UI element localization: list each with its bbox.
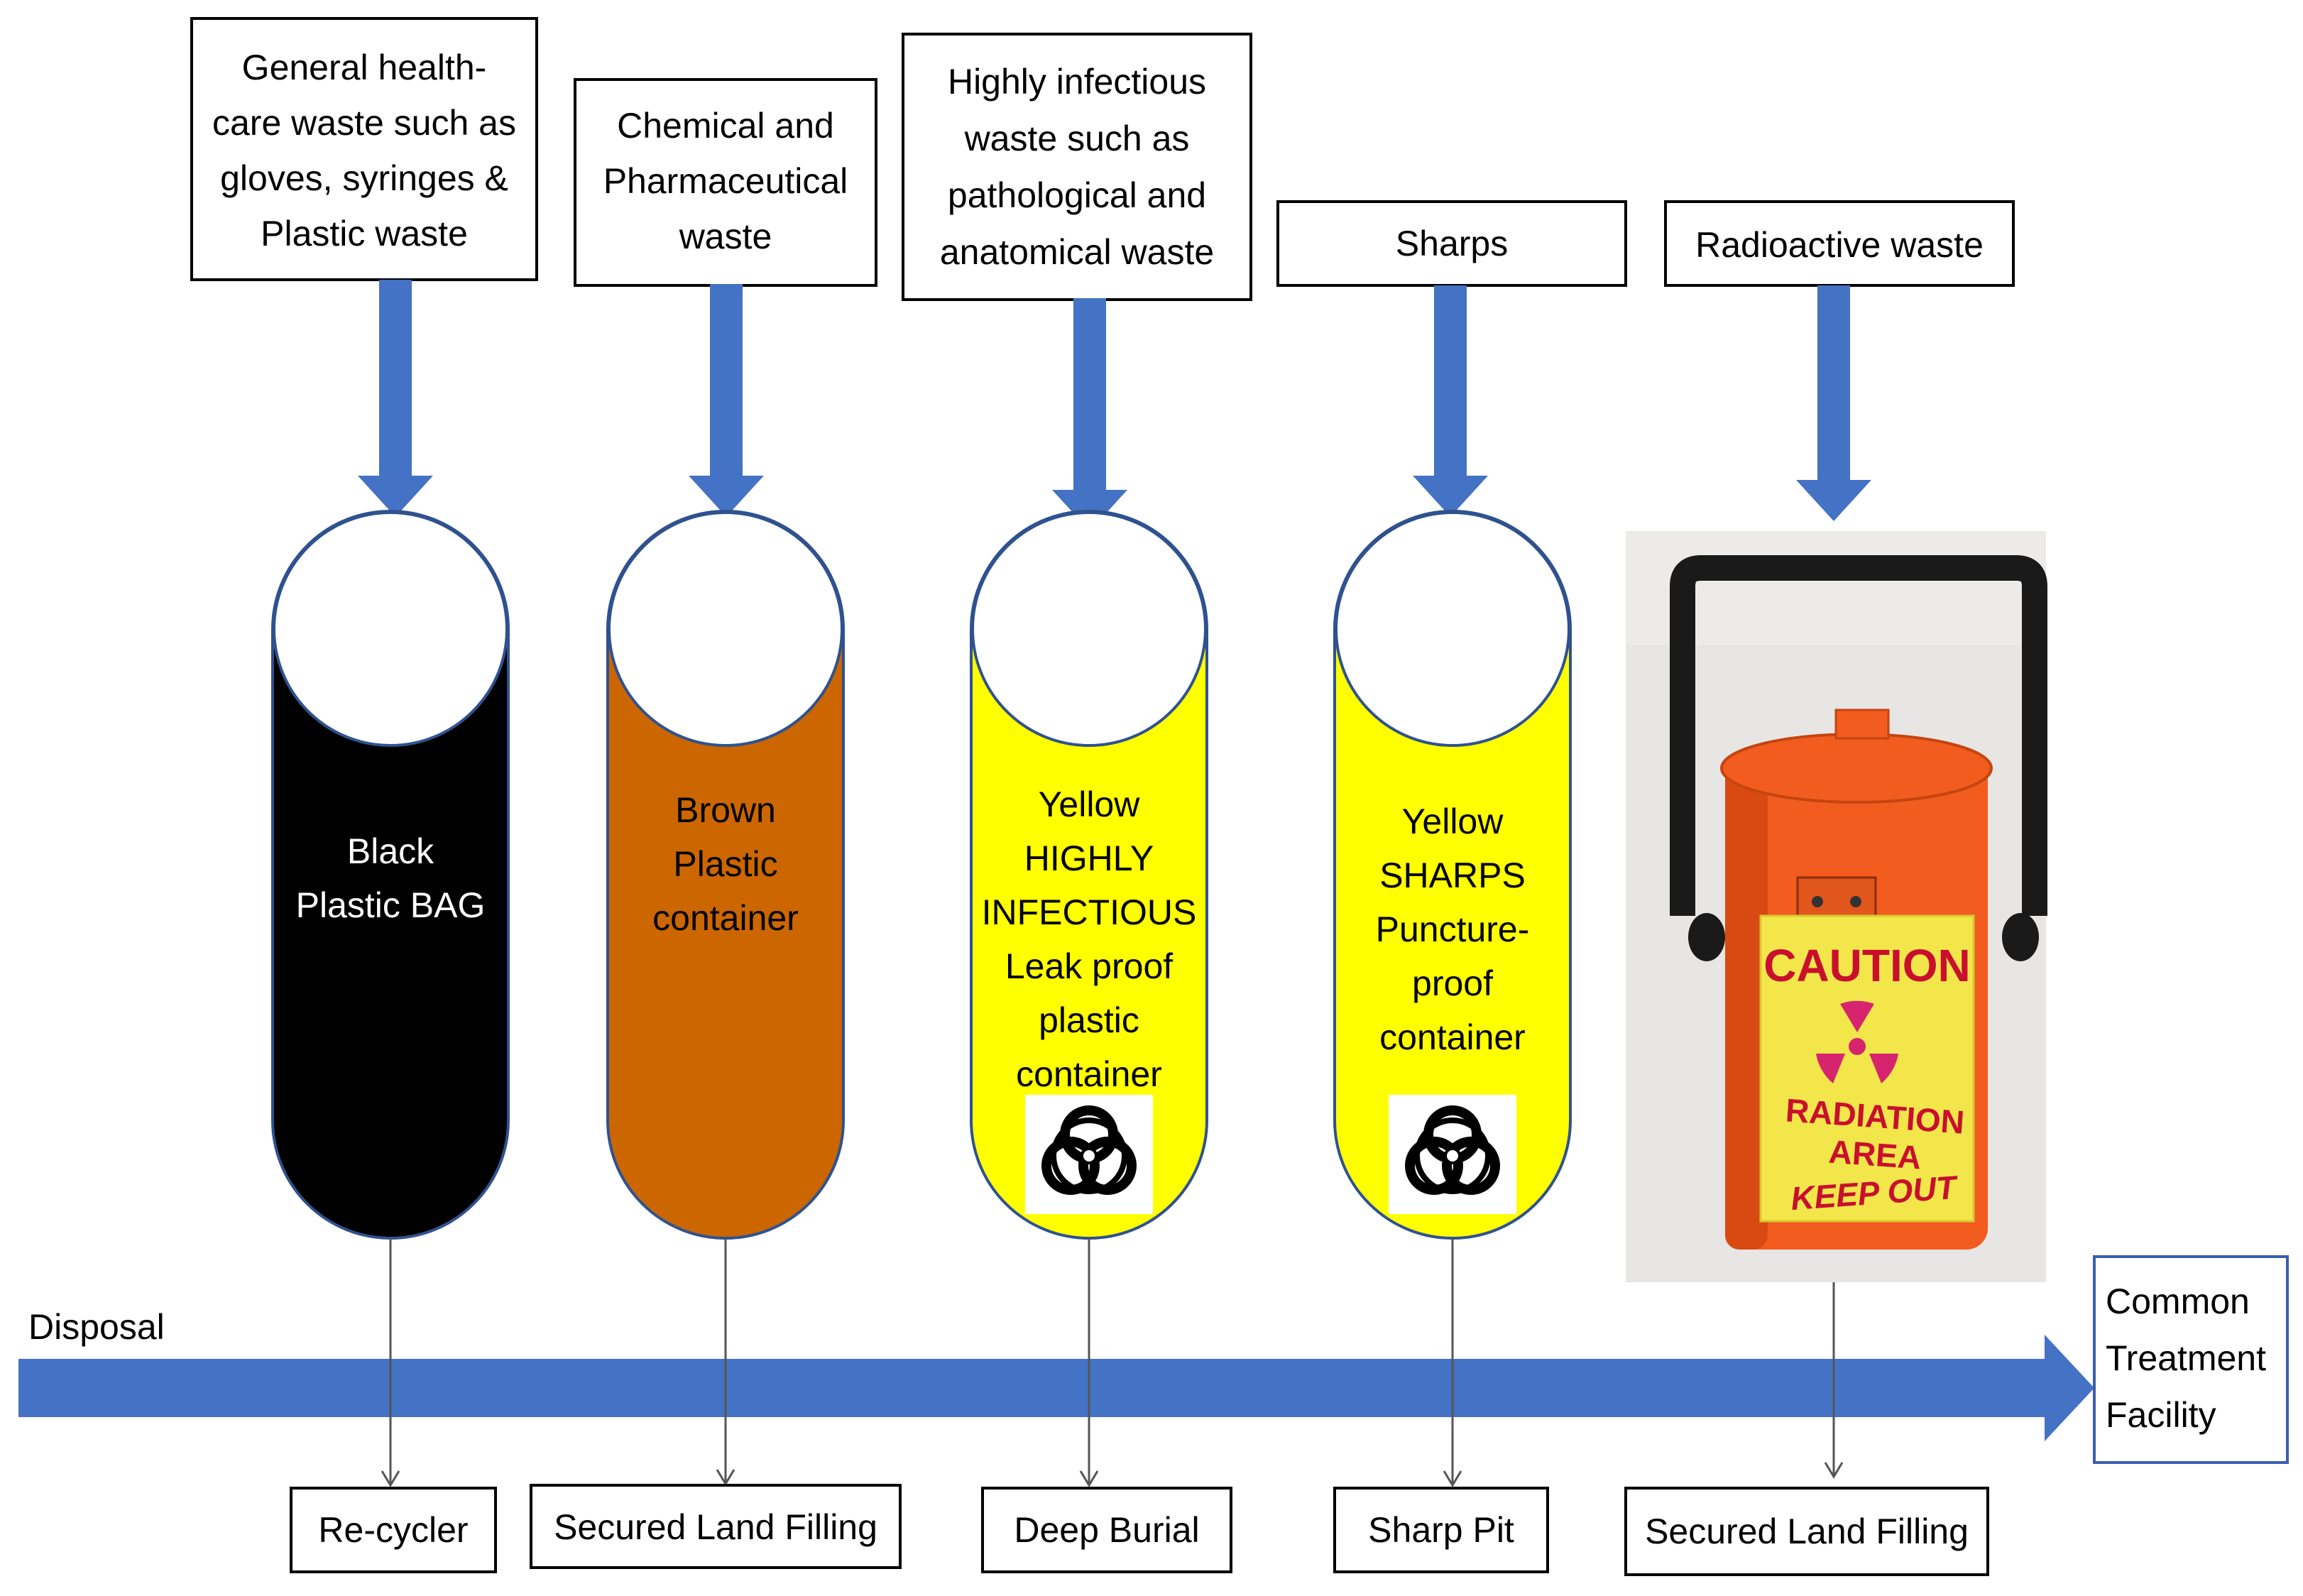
arrow-infectious xyxy=(1052,298,1127,531)
container-yellow-infectious-line-3: INFECTIOUS xyxy=(982,892,1197,932)
container-black-line-2: Plastic BAG xyxy=(296,885,486,925)
arrow-chemical xyxy=(689,284,764,517)
source-general-line-4: Plastic waste xyxy=(261,214,468,253)
source-sharps-line-1: Sharps xyxy=(1396,224,1508,263)
source-general-line-3: gloves, syringes & xyxy=(220,158,508,198)
container-yellow-sharps-opening xyxy=(1335,511,1570,747)
container-yellow-infectious-opening xyxy=(971,511,1207,747)
container-brown-line-3: container xyxy=(652,898,799,938)
radiation-trefoil-icon xyxy=(1816,1000,1898,1083)
container-black-line-1: Black xyxy=(347,831,434,871)
source-chemical: Chemical and Pharmaceutical waste xyxy=(574,78,877,287)
outcome-secured-land-filling-1: Secured Land Filling xyxy=(530,1484,902,1569)
source-sharps: Sharps xyxy=(1276,200,1627,287)
disposal-label: Disposal xyxy=(28,1307,165,1347)
source-radioactive-line-1: Radioactive waste xyxy=(1695,225,1984,265)
container-brown-opening xyxy=(608,511,843,747)
outcome-recycler-label: Re-cycler xyxy=(318,1510,468,1550)
container-brown-line-2: Plastic xyxy=(673,844,777,884)
caution-sign-line-3: AREA xyxy=(1827,1133,1922,1176)
outcome-sharp-pit-label: Sharp Pit xyxy=(1368,1510,1514,1550)
outcome-deep-burial: Deep Burial xyxy=(981,1487,1232,1573)
container-yellow-infectious-line-2: HIGHLY xyxy=(1024,838,1154,878)
source-chemical-line-1: Chemical and xyxy=(617,106,834,146)
source-general-line-2: care waste such as xyxy=(212,103,516,143)
can-lid xyxy=(1720,733,1993,804)
container-yellow-sharps-line-3: Puncture- xyxy=(1376,909,1530,949)
arrow-general xyxy=(358,280,433,517)
destination-line-3: Facility xyxy=(2106,1395,2216,1435)
source-general: General health- care waste such as glove… xyxy=(190,17,538,281)
source-general-line-1: General health- xyxy=(242,48,487,87)
destination-line-1: Common xyxy=(2106,1281,2250,1321)
caution-sign xyxy=(1759,914,1975,1223)
biohazard-icon xyxy=(1025,1095,1153,1214)
source-infectious: Highly infectious waste such as patholog… xyxy=(902,33,1252,301)
container-yellow-infectious-line-5: plastic xyxy=(1039,1000,1139,1040)
destination-line-2: Treatment xyxy=(2106,1338,2266,1378)
container-yellow-infectious-line-1: Yellow xyxy=(1039,785,1141,824)
container-brown-line-1: Brown xyxy=(675,790,776,830)
destination-common-treatment: Common Treatment Facility xyxy=(2093,1255,2289,1464)
biohazard-icon xyxy=(1389,1095,1516,1214)
disposal-arrow xyxy=(18,1335,2094,1441)
container-brown: Brown Plastic container xyxy=(606,510,845,1240)
caution-sign-line-1: CAUTION xyxy=(1763,940,1971,991)
container-yellow-infectious-line-4: Leak proof xyxy=(1005,946,1173,986)
outcome-secured-land-filling-1-label: Secured Land Filling xyxy=(554,1507,877,1547)
arrow-sharps xyxy=(1413,285,1488,517)
container-yellow-infectious-line-6: container xyxy=(1016,1054,1162,1094)
can-handle xyxy=(1670,555,2047,916)
outcome-deep-burial-label: Deep Burial xyxy=(1014,1510,1199,1550)
source-infectious-line-2: waste such as xyxy=(964,119,1190,158)
source-infectious-line-1: Highly infectious xyxy=(948,62,1206,102)
outcome-sharp-pit: Sharp Pit xyxy=(1333,1487,1549,1573)
arrow-radioactive xyxy=(1796,285,1871,521)
outcome-secured-land-filling-2: Secured Land Filling xyxy=(1624,1487,1989,1576)
outcome-secured-land-filling-2-label: Secured Land Filling xyxy=(1645,1512,1969,1551)
radioactive-can-image: CAUTION RADIATION AREA KEEP OUT xyxy=(1626,531,2047,1282)
source-chemical-line-2: Pharmaceutical xyxy=(603,161,848,201)
container-black: Black Plastic BAG xyxy=(271,510,510,1240)
container-yellow-sharps-line-4: proof xyxy=(1412,963,1493,1003)
container-yellow-sharps-line-1: Yellow xyxy=(1402,802,1504,841)
source-chemical-line-3: waste xyxy=(679,217,772,256)
container-yellow-sharps: Yellow SHARPS Puncture- proof container xyxy=(1333,510,1572,1240)
container-yellow-sharps-line-2: SHARPS xyxy=(1379,856,1526,895)
source-infectious-line-4: anatomical waste xyxy=(940,232,1214,272)
outcome-recycler: Re-cycler xyxy=(290,1487,497,1573)
container-yellow-infectious: Yellow HIGHLY INFECTIOUS Leak proof plas… xyxy=(970,510,1208,1240)
source-radioactive: Radioactive waste xyxy=(1664,200,2015,287)
container-black-opening xyxy=(273,511,508,747)
container-yellow-sharps-line-5: container xyxy=(1379,1017,1526,1057)
source-infectious-line-3: pathological and xyxy=(948,175,1206,215)
